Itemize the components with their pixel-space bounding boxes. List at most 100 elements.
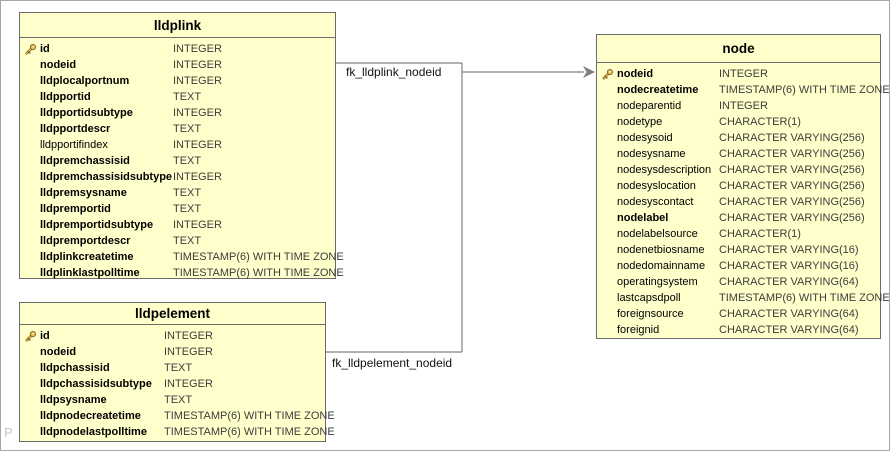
- column-type: INTEGER: [173, 75, 222, 87]
- column-type: TIMESTAMP(6) WITH TIME ZONE: [719, 292, 890, 304]
- column-name: id: [40, 330, 50, 342]
- table-title: lldpelement: [20, 303, 325, 325]
- column-type: INTEGER: [173, 107, 222, 119]
- table-row: lastcapsdpoll TIMESTAMP(6) WITH TIME ZONE: [597, 290, 889, 306]
- column-name: lldpnodecreatetime: [40, 410, 141, 422]
- column-name: nodecreatetime: [617, 84, 699, 96]
- column-name: lldpchassisidsubtype: [40, 378, 152, 390]
- relationship-label-fk-lldpelement-nodeid: fk_lldpelement_nodeid: [332, 356, 453, 370]
- table-title: node: [597, 35, 880, 63]
- column-name: nodedomainname: [617, 260, 706, 272]
- column-name: nodesyslocation: [617, 180, 696, 192]
- column-name: nodesysdescription: [617, 164, 712, 176]
- column-type: CHARACTER VARYING(256): [719, 180, 865, 192]
- column-type: TIMESTAMP(6) WITH TIME ZONE: [164, 410, 335, 422]
- column-name: lldpportidsubtype: [40, 107, 133, 119]
- column-type: INTEGER: [173, 59, 222, 71]
- column-name: lldpremportidsubtype: [40, 219, 154, 231]
- relationship-label-fk-lldplink-nodeid: fk_lldplink_nodeid: [346, 65, 442, 79]
- column-type: CHARACTER VARYING(64): [719, 308, 859, 320]
- column-name: nodelabelsource: [617, 228, 698, 240]
- column-type: CHARACTER VARYING(256): [719, 148, 865, 160]
- table-row: lldpportid TEXT: [20, 89, 335, 105]
- table-row: nodesysname CHARACTER VARYING(256): [597, 146, 880, 162]
- column-type: TIMESTAMP(6) WITH TIME ZONE: [173, 267, 344, 279]
- table-title: lldplink: [20, 13, 335, 38]
- column-type: INTEGER: [173, 171, 222, 183]
- column-name: nodesysname: [617, 148, 686, 160]
- column-type: INTEGER: [173, 139, 222, 151]
- table-row: nodelabel CHARACTER VARYING(256): [597, 210, 880, 226]
- column-type: INTEGER: [164, 330, 213, 342]
- column-name: nodesyscontact: [617, 196, 694, 208]
- table-row: lldpportidsubtype INTEGER: [20, 105, 335, 121]
- column-type: INTEGER: [719, 68, 768, 80]
- column-name: lldpremsysname: [40, 187, 127, 199]
- column-type: TIMESTAMP(6) WITH TIME ZONE: [719, 84, 890, 96]
- table-row: lldpremportdescr TEXT: [20, 233, 335, 249]
- table-row: lldpportifindex INTEGER: [20, 137, 335, 153]
- table-row: nodetype CHARACTER(1): [597, 114, 880, 130]
- column-type: TEXT: [164, 362, 193, 374]
- column-name: lldpportid: [40, 91, 91, 103]
- column-type: CHARACTER VARYING(64): [719, 276, 859, 288]
- table-row: lldpremportidsubtype INTEGER: [20, 217, 335, 233]
- column-name: lldpremchassisidsubtype: [40, 171, 173, 183]
- column-name: operatingsystem: [617, 276, 698, 288]
- column-type: INTEGER: [173, 219, 222, 231]
- column-type: INTEGER: [164, 378, 213, 390]
- column-name: lldpportifindex: [40, 139, 108, 151]
- column-name: lldplocalportnum: [40, 75, 130, 87]
- column-type: TEXT: [173, 235, 202, 247]
- column-type: INTEGER: [719, 100, 768, 112]
- column-type: TEXT: [173, 123, 202, 135]
- column-name: lastcapsdpoll: [617, 292, 681, 304]
- column-type: INTEGER: [164, 346, 213, 358]
- table-row: operatingsystem CHARACTER VARYING(64): [597, 274, 880, 290]
- table-row: lldplocalportnum INTEGER: [20, 73, 335, 89]
- column-name: lldpremchassisid: [40, 155, 130, 167]
- column-name: nodelabel: [617, 212, 669, 224]
- column-name: nodetype: [617, 116, 663, 128]
- column-type: TEXT: [173, 91, 202, 103]
- column-type: TEXT: [173, 155, 202, 167]
- column-type: CHARACTER VARYING(16): [719, 260, 859, 272]
- column-type: TIMESTAMP(6) WITH TIME ZONE: [164, 426, 335, 438]
- column-type: INTEGER: [173, 43, 222, 55]
- column-name: lldpremportdescr: [40, 235, 131, 247]
- column-name: lldpsysname: [40, 394, 107, 406]
- table-row: id INTEGER: [20, 328, 325, 344]
- column-type: CHARACTER(1): [719, 116, 801, 128]
- column-type: TEXT: [173, 187, 202, 199]
- column-type: CHARACTER VARYING(256): [719, 212, 865, 224]
- relationship-arrowhead: [583, 66, 595, 78]
- column-name: lldplinkcreatetime: [40, 251, 134, 263]
- column-type: CHARACTER VARYING(256): [719, 164, 865, 176]
- column-name: nodeparentid: [617, 100, 682, 112]
- table-row: nodedomainname CHARACTER VARYING(16): [597, 258, 880, 274]
- column-name: foreignsource: [617, 308, 684, 320]
- watermark-letter: P: [4, 425, 13, 440]
- table-row: nodecreatetime TIMESTAMP(6) WITH TIME ZON…: [597, 82, 889, 98]
- column-name: nodeid: [40, 59, 77, 71]
- table-row: foreignsource CHARACTER VARYING(64): [597, 306, 880, 322]
- table-row: nodesysdescription CHARACTER VARYING(256): [597, 162, 880, 178]
- column-type: CHARACTER VARYING(16): [719, 244, 859, 256]
- column-type: CHARACTER VARYING(64): [719, 324, 859, 336]
- column-type: CHARACTER VARYING(256): [719, 196, 865, 208]
- column-name: id: [40, 43, 50, 55]
